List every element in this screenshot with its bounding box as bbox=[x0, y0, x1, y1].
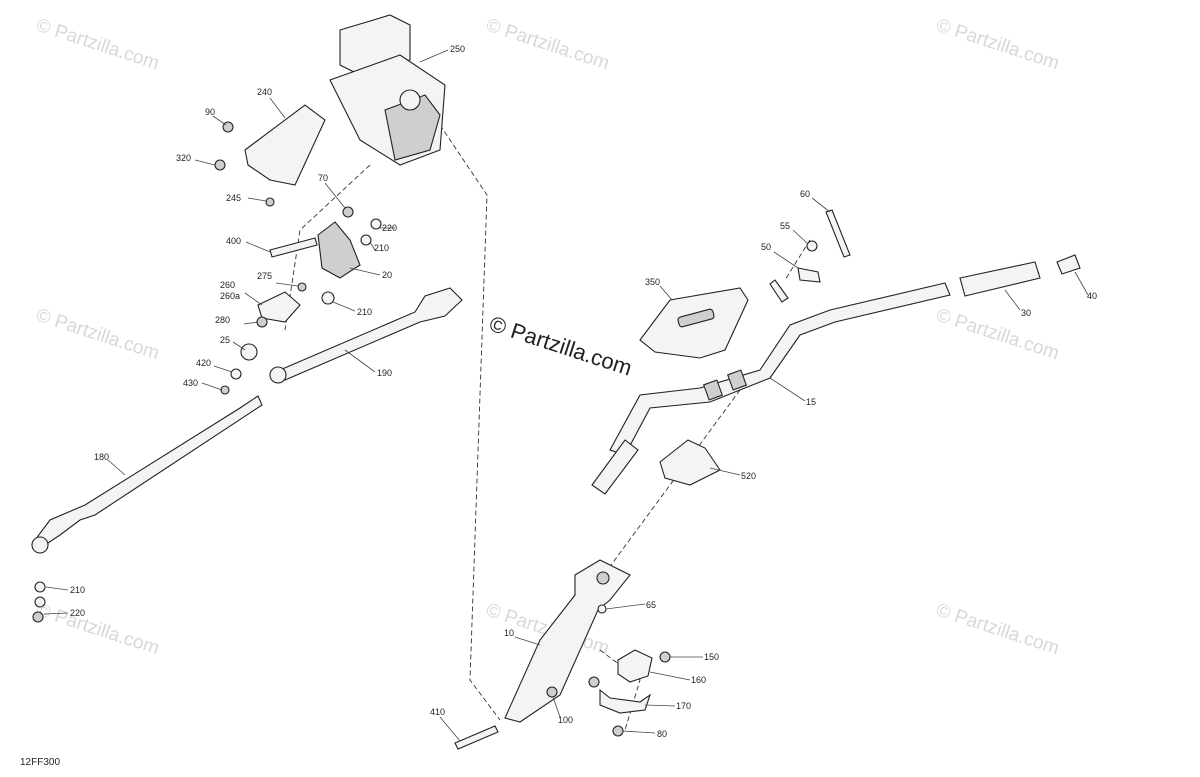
steering-column-10 bbox=[504, 559, 631, 723]
callout-label: 275 bbox=[257, 271, 272, 281]
callout-label: 260 bbox=[220, 280, 235, 290]
callout-label: 65 bbox=[646, 600, 656, 610]
watermark: © Partzilla.com bbox=[33, 15, 161, 75]
callout-label: 420 bbox=[196, 358, 211, 368]
washer-210b bbox=[321, 291, 335, 305]
nut-80 bbox=[612, 725, 624, 737]
bolt-410 bbox=[454, 725, 499, 750]
callout-label: 210 bbox=[357, 307, 372, 317]
washer-210d bbox=[34, 596, 46, 608]
assembly-line bbox=[599, 389, 741, 581]
plate-260 bbox=[257, 291, 301, 323]
callout-label: 520 bbox=[741, 471, 756, 481]
callout-label: 220 bbox=[70, 608, 85, 618]
callout-label: 280 bbox=[215, 315, 230, 325]
washer-55 bbox=[806, 240, 818, 252]
callout-label: 210 bbox=[70, 585, 85, 595]
clamp-520 bbox=[659, 439, 721, 486]
nut-220 bbox=[370, 218, 382, 230]
watermark: © Partzilla.com bbox=[33, 600, 161, 660]
nut-430 bbox=[220, 385, 230, 395]
callout-label: 350 bbox=[645, 277, 660, 287]
callout-label: 190 bbox=[377, 368, 392, 378]
nut-70 bbox=[342, 206, 354, 218]
callout-label: 30 bbox=[1021, 308, 1031, 318]
callout-label: 320 bbox=[176, 153, 191, 163]
callout-label: 90 bbox=[205, 107, 215, 117]
bolt-150 bbox=[659, 651, 671, 663]
tie-rod-180 bbox=[34, 395, 263, 546]
pitman-arm-20 bbox=[317, 221, 361, 279]
steering-motor-250 bbox=[329, 14, 446, 166]
center-watermark: © Partzilla.com bbox=[486, 311, 635, 381]
nut-220b bbox=[32, 611, 44, 623]
bolt-170a bbox=[588, 676, 600, 688]
part-275 bbox=[297, 282, 307, 292]
assembly-line bbox=[439, 124, 501, 721]
grip-30 bbox=[959, 261, 1041, 297]
washer-210 bbox=[360, 234, 372, 246]
bearing-160 bbox=[617, 649, 653, 683]
callout-label: 150 bbox=[704, 652, 719, 662]
bearing-25 bbox=[240, 343, 258, 361]
callout-label: 10 bbox=[504, 628, 514, 638]
tie-rod-190 bbox=[279, 287, 463, 381]
callout-label: 260a bbox=[220, 291, 240, 301]
end-cap-40 bbox=[1056, 254, 1081, 275]
callout-label: 50 bbox=[761, 242, 771, 252]
bolt-60b bbox=[769, 279, 789, 303]
handlebar-15 bbox=[609, 282, 951, 456]
callout-label: 20 bbox=[382, 270, 392, 280]
bolt-245 bbox=[265, 197, 275, 207]
bolt-60 bbox=[825, 209, 851, 258]
grip-left bbox=[591, 439, 639, 495]
bolt-400 bbox=[269, 237, 318, 258]
washer-210c bbox=[34, 581, 46, 593]
nut-100 bbox=[546, 686, 558, 698]
callout-label: 70 bbox=[318, 173, 328, 183]
callout-label: 55 bbox=[780, 221, 790, 231]
callout-label: 80 bbox=[657, 729, 667, 739]
callout-label: 430 bbox=[183, 378, 198, 388]
callout-label: 40 bbox=[1087, 291, 1097, 301]
callout-label: 160 bbox=[691, 675, 706, 685]
callout-label: 180 bbox=[94, 452, 109, 462]
callout-label: 100 bbox=[558, 715, 573, 725]
callout-label: 15 bbox=[806, 397, 816, 407]
part-280 bbox=[256, 316, 268, 328]
callout-label: 210 bbox=[374, 243, 389, 253]
callout-label: 400 bbox=[226, 236, 241, 246]
washer-420 bbox=[230, 368, 242, 380]
watermark: © Partzilla.com bbox=[933, 15, 1061, 75]
bolt-65 bbox=[597, 604, 607, 614]
clamp-50 bbox=[797, 267, 821, 283]
watermark: © Partzilla.com bbox=[483, 15, 611, 75]
watermark: © Partzilla.com bbox=[33, 305, 161, 365]
bracket-240 bbox=[244, 104, 326, 186]
watermark: © Partzilla.com bbox=[933, 600, 1061, 660]
assembly-line bbox=[599, 649, 641, 731]
callout-label: 245 bbox=[226, 193, 241, 203]
callout-label: 60 bbox=[800, 189, 810, 199]
watermark: © Partzilla.com bbox=[933, 305, 1061, 365]
bolt-320 bbox=[214, 159, 226, 171]
callout-label: 410 bbox=[430, 707, 445, 717]
callout-label: 170 bbox=[676, 701, 691, 711]
callout-label: 240 bbox=[257, 87, 272, 97]
callout-label: 250 bbox=[450, 44, 465, 54]
callout-label: 25 bbox=[220, 335, 230, 345]
diagram-code: 12FF300 bbox=[20, 757, 60, 768]
clamp-170 bbox=[599, 688, 652, 714]
callout-label: 220 bbox=[382, 223, 397, 233]
